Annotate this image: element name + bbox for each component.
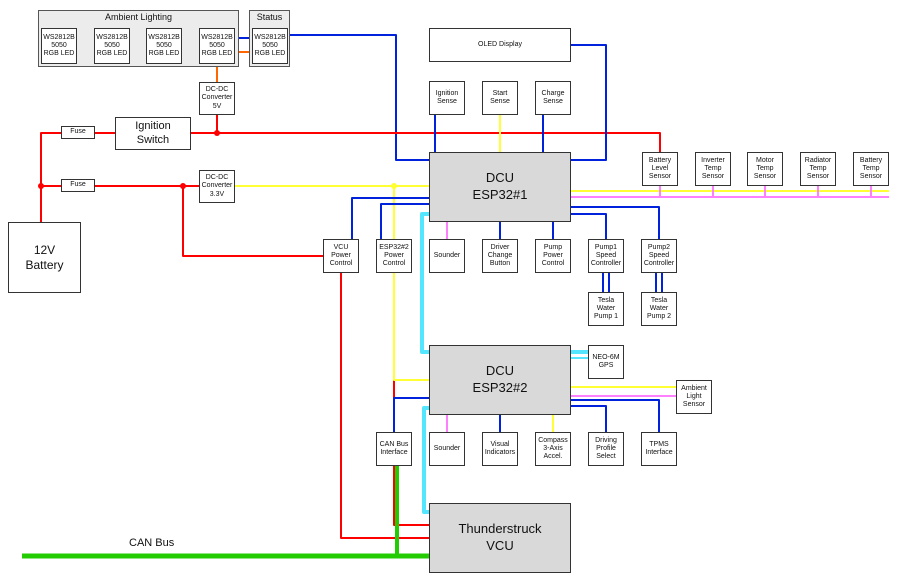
status-title: Status (256, 12, 283, 22)
battery-ignition-wire (40, 132, 61, 222)
thunderstruck-vcu: Thunderstruck VCU (429, 503, 571, 573)
pump1-speed-controller: Pump1 Speed Controller (588, 239, 624, 273)
battery-12v: 12V Battery (8, 222, 81, 293)
visual-indicators: Visual Indicators (482, 432, 518, 466)
junction-dot (180, 183, 186, 189)
dcdc-3v3: DC-DC Converter 3.3V (199, 170, 235, 203)
pump2-ctrl-wire (571, 206, 660, 239)
driver-change-button: Driver Change Button (482, 239, 518, 273)
serial-dcu-wire (420, 212, 429, 354)
charge-sense: Charge Sense (535, 81, 571, 115)
tpms-wire (571, 399, 660, 432)
ambient-lighting-title: Ambient Lighting (104, 12, 173, 22)
ignition-switch: Ignition Switch (115, 117, 191, 150)
led-data-wire (288, 34, 429, 161)
sounder-2: Sounder (429, 432, 465, 466)
fuse-ignition: Fuse (61, 126, 95, 139)
dcdc-5v: DC-DC Converter 5V (199, 82, 235, 115)
compass-accel: Compass 3-Axis Accel. (535, 432, 571, 466)
vcu-control-wire (351, 197, 429, 239)
led-2: WS2812B 5050 RGB LED (94, 28, 130, 64)
driving-profile-select: Driving Profile Select (588, 432, 624, 466)
junction-dot (38, 183, 44, 189)
neo-6m-gps: NEO-6M GPS (588, 345, 624, 379)
rail-3v3-dcu2-wire (393, 273, 429, 381)
can-bus-interface: CAN Bus Interface (376, 432, 412, 466)
vcu-power-feed-wire (182, 186, 323, 257)
pump1-ctrl-wire (571, 213, 607, 239)
radiator-temp-sensor: Radiator Temp Sensor (800, 152, 836, 186)
profile-wire (571, 405, 607, 432)
vcu-power-out-wire (340, 273, 429, 539)
motor-temp-sensor: Motor Temp Sensor (747, 152, 783, 186)
dcu-esp32-2: DCU ESP32#2 (429, 345, 571, 415)
dcu-esp32-1: DCU ESP32#1 (429, 152, 571, 222)
start-sense: Start Sense (482, 81, 518, 115)
junction-dot (214, 130, 220, 136)
inverter-temp-sensor: Inverter Temp Sensor (695, 152, 731, 186)
pump-power-control: Pump Power Control (535, 239, 571, 273)
led-3: WS2812B 5050 RGB LED (146, 28, 182, 64)
tpms-interface: TPMS Interface (641, 432, 677, 466)
can-bus-label: CAN Bus (129, 537, 175, 549)
junction-dot (391, 183, 397, 189)
vcu-power-control: VCU Power Control (323, 239, 359, 273)
battery-temp-sensor: Battery Temp Sensor (853, 152, 889, 186)
oled-display: OLED Display (429, 28, 571, 62)
fuse-main: Fuse (61, 179, 95, 192)
ignition-sense: Ignition Sense (429, 81, 465, 115)
ignition-out-wire (191, 132, 661, 152)
pump2-speed-controller: Pump2 Speed Controller (641, 239, 677, 273)
led-4: WS2812B 5050 RGB LED (199, 28, 235, 64)
oled-wire (571, 44, 607, 161)
led-1: WS2812B 5050 RGB LED (41, 28, 77, 64)
tesla-water-pump-1: Tesla Water Pump 1 (588, 292, 624, 326)
ambient-light-sensor: Ambient Light Sensor (676, 380, 712, 414)
tesla-water-pump-2: Tesla Water Pump 2 (641, 292, 677, 326)
esp2-control-wire (380, 203, 429, 239)
esp32-2-power-control: ESP32#2 Power Control (376, 239, 412, 273)
led-status: WS2812B 5050 RGB LED (252, 28, 288, 64)
serial-vcu-wire (422, 406, 429, 514)
sounder-1: Sounder (429, 239, 465, 273)
battery-level-sensor: Battery Level Sensor (642, 152, 678, 186)
can-iface-wire (393, 397, 429, 432)
